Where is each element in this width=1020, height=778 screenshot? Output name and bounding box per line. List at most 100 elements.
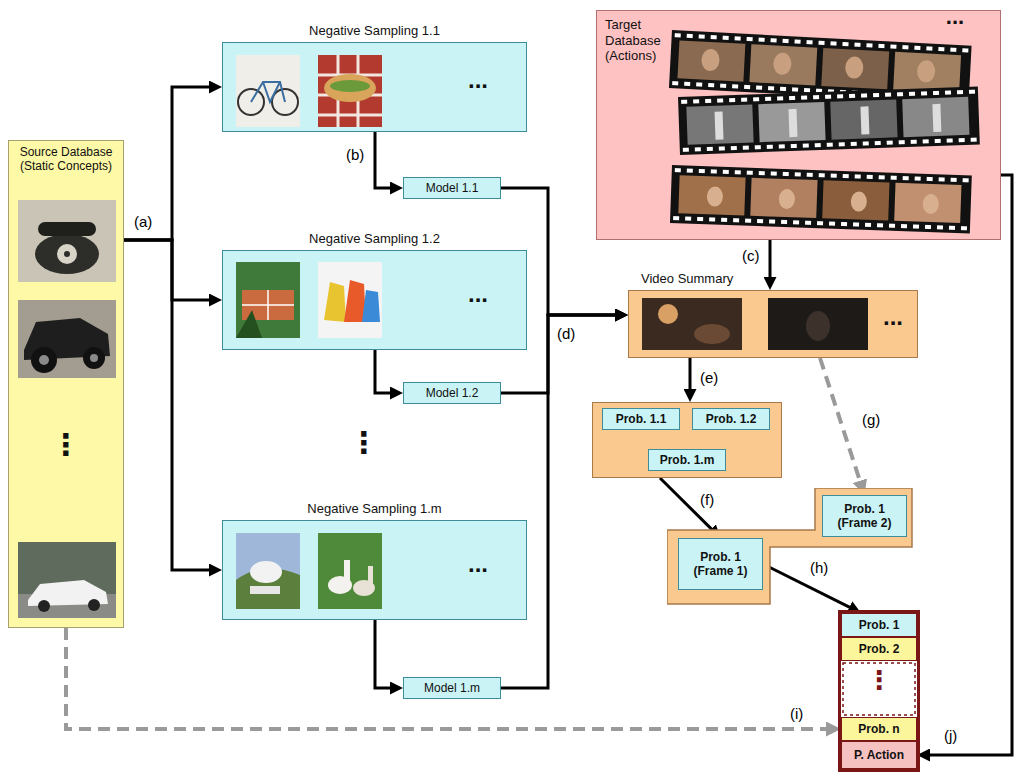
- film-strip: [678, 87, 980, 155]
- box-label: Target Database (Actions): [605, 17, 671, 64]
- bicycle-photo: [251, 82, 285, 102]
- vertical-ellipsis: ⋮: [349, 428, 379, 458]
- car-photo: [83, 347, 105, 369]
- probability-box: Prob. 1.1: [602, 408, 680, 430]
- ellipsis-mark: ...: [468, 552, 488, 576]
- film-strip: [902, 97, 969, 137]
- step-letter: (a): [134, 214, 152, 229]
- llama-photo: [344, 560, 350, 584]
- satellite-photo: [250, 561, 282, 583]
- video-frame: [658, 304, 678, 324]
- video-frame: [768, 298, 868, 350]
- flow-arrow: [124, 240, 214, 300]
- dotted-section: [843, 663, 915, 715]
- film-strip: [917, 60, 936, 83]
- flow-arrow: [925, 175, 1012, 755]
- video-frame: [694, 324, 730, 344]
- vertical-ellipsis: ⋮: [51, 430, 81, 460]
- tennis-photo: [236, 262, 300, 338]
- box-label: Model 1.1: [426, 181, 479, 195]
- phone-photo: [38, 222, 96, 236]
- box-label: Prob. 2: [859, 642, 900, 656]
- llama-photo: [318, 533, 382, 609]
- probability-group: Prob. 1.1 Prob. 1.2Prob. 1.m: [592, 402, 782, 478]
- white-car-photo: [88, 599, 100, 611]
- connector-group: [66, 87, 1012, 755]
- step-letter: (j): [944, 728, 957, 743]
- box-label: Prob. 1 (Frame 2): [827, 502, 902, 531]
- step-letter: (b): [346, 147, 364, 162]
- film-strip: [750, 178, 817, 218]
- film-strip: [686, 104, 753, 144]
- shoes-photo: [362, 290, 380, 322]
- frame-group-outline: [667, 488, 912, 604]
- satellite-photo: [236, 533, 300, 609]
- film-strip: [670, 165, 972, 233]
- film-strip: [822, 180, 889, 220]
- flow-arrow: [763, 564, 854, 609]
- film-strip: [749, 44, 817, 85]
- hotdog-photo: [318, 55, 382, 127]
- video-frame: [642, 298, 742, 350]
- probability-box: Prob. 1.2: [692, 408, 770, 430]
- phone-photo: [35, 234, 99, 274]
- model-box: Model 1.1: [403, 177, 501, 199]
- shoes-photo: [318, 262, 382, 338]
- flow-arrow: [375, 620, 395, 688]
- car-photo: [31, 347, 57, 373]
- film-strip: [830, 99, 897, 139]
- vertical-ellipsis: ⋮: [866, 667, 892, 693]
- film-strip: [893, 52, 961, 93]
- film-strip: [677, 40, 745, 81]
- step-letter: (h): [810, 560, 828, 575]
- probability-box: Prob. 1.m: [648, 449, 726, 471]
- flow-arrow: [124, 87, 214, 240]
- film-strip: [758, 102, 825, 142]
- flow-arrow: [375, 132, 395, 188]
- step-letter: (e): [700, 370, 718, 385]
- box-heading: Video Summary: [641, 271, 733, 287]
- film-strip: [707, 186, 724, 207]
- ellipsis-mark: ...: [946, 6, 964, 28]
- flow-arrow: [124, 240, 214, 570]
- box-label: Prob. 1.1: [616, 412, 667, 426]
- box-heading: Negative Sampling 1.m: [223, 501, 526, 517]
- probability-box: Prob. 1 (Frame 2): [822, 495, 907, 537]
- ellipsis-mark: ...: [468, 68, 488, 92]
- flow-arrow: [375, 350, 395, 393]
- box-label: Model 1.2: [426, 386, 479, 400]
- shoes-photo: [318, 262, 382, 338]
- video-frame: [806, 311, 830, 341]
- step-letter: (i): [790, 706, 803, 721]
- dashed-arrow: [66, 628, 833, 729]
- tennis-photo: [236, 262, 300, 338]
- probability-box: Prob. 1 (Frame 1): [678, 538, 763, 590]
- llama-photo: [318, 533, 382, 609]
- box-label: Prob. 1 (Frame 1): [683, 550, 758, 579]
- film-strip: [779, 189, 796, 210]
- model-box: Model 1.m: [403, 677, 501, 699]
- car-photo: [90, 354, 98, 362]
- film-strip: [932, 104, 941, 132]
- ellipsis-mark: ...: [468, 282, 488, 306]
- film-strip: [678, 87, 980, 155]
- white-car-photo: [18, 542, 116, 618]
- result-row: Prob. n: [841, 717, 917, 741]
- box-heading: Negative Sampling 1.1: [223, 23, 526, 39]
- film-strip: [821, 48, 889, 89]
- tennis-photo: [236, 310, 262, 338]
- film-strip: [670, 165, 972, 233]
- step-letter: (d): [557, 326, 575, 341]
- video-frame: [642, 298, 742, 350]
- car-photo: [39, 355, 49, 365]
- film-strip: [701, 49, 720, 72]
- flow-arrow: [769, 240, 772, 282]
- flow-arrow: [660, 478, 715, 532]
- film-strip: [678, 175, 745, 215]
- white-car-photo: [38, 600, 50, 612]
- phone-photo: [18, 200, 116, 282]
- satellite-photo: [236, 533, 300, 609]
- step-letter: (f): [700, 492, 714, 507]
- box-label: Prob. 1.2: [706, 412, 757, 426]
